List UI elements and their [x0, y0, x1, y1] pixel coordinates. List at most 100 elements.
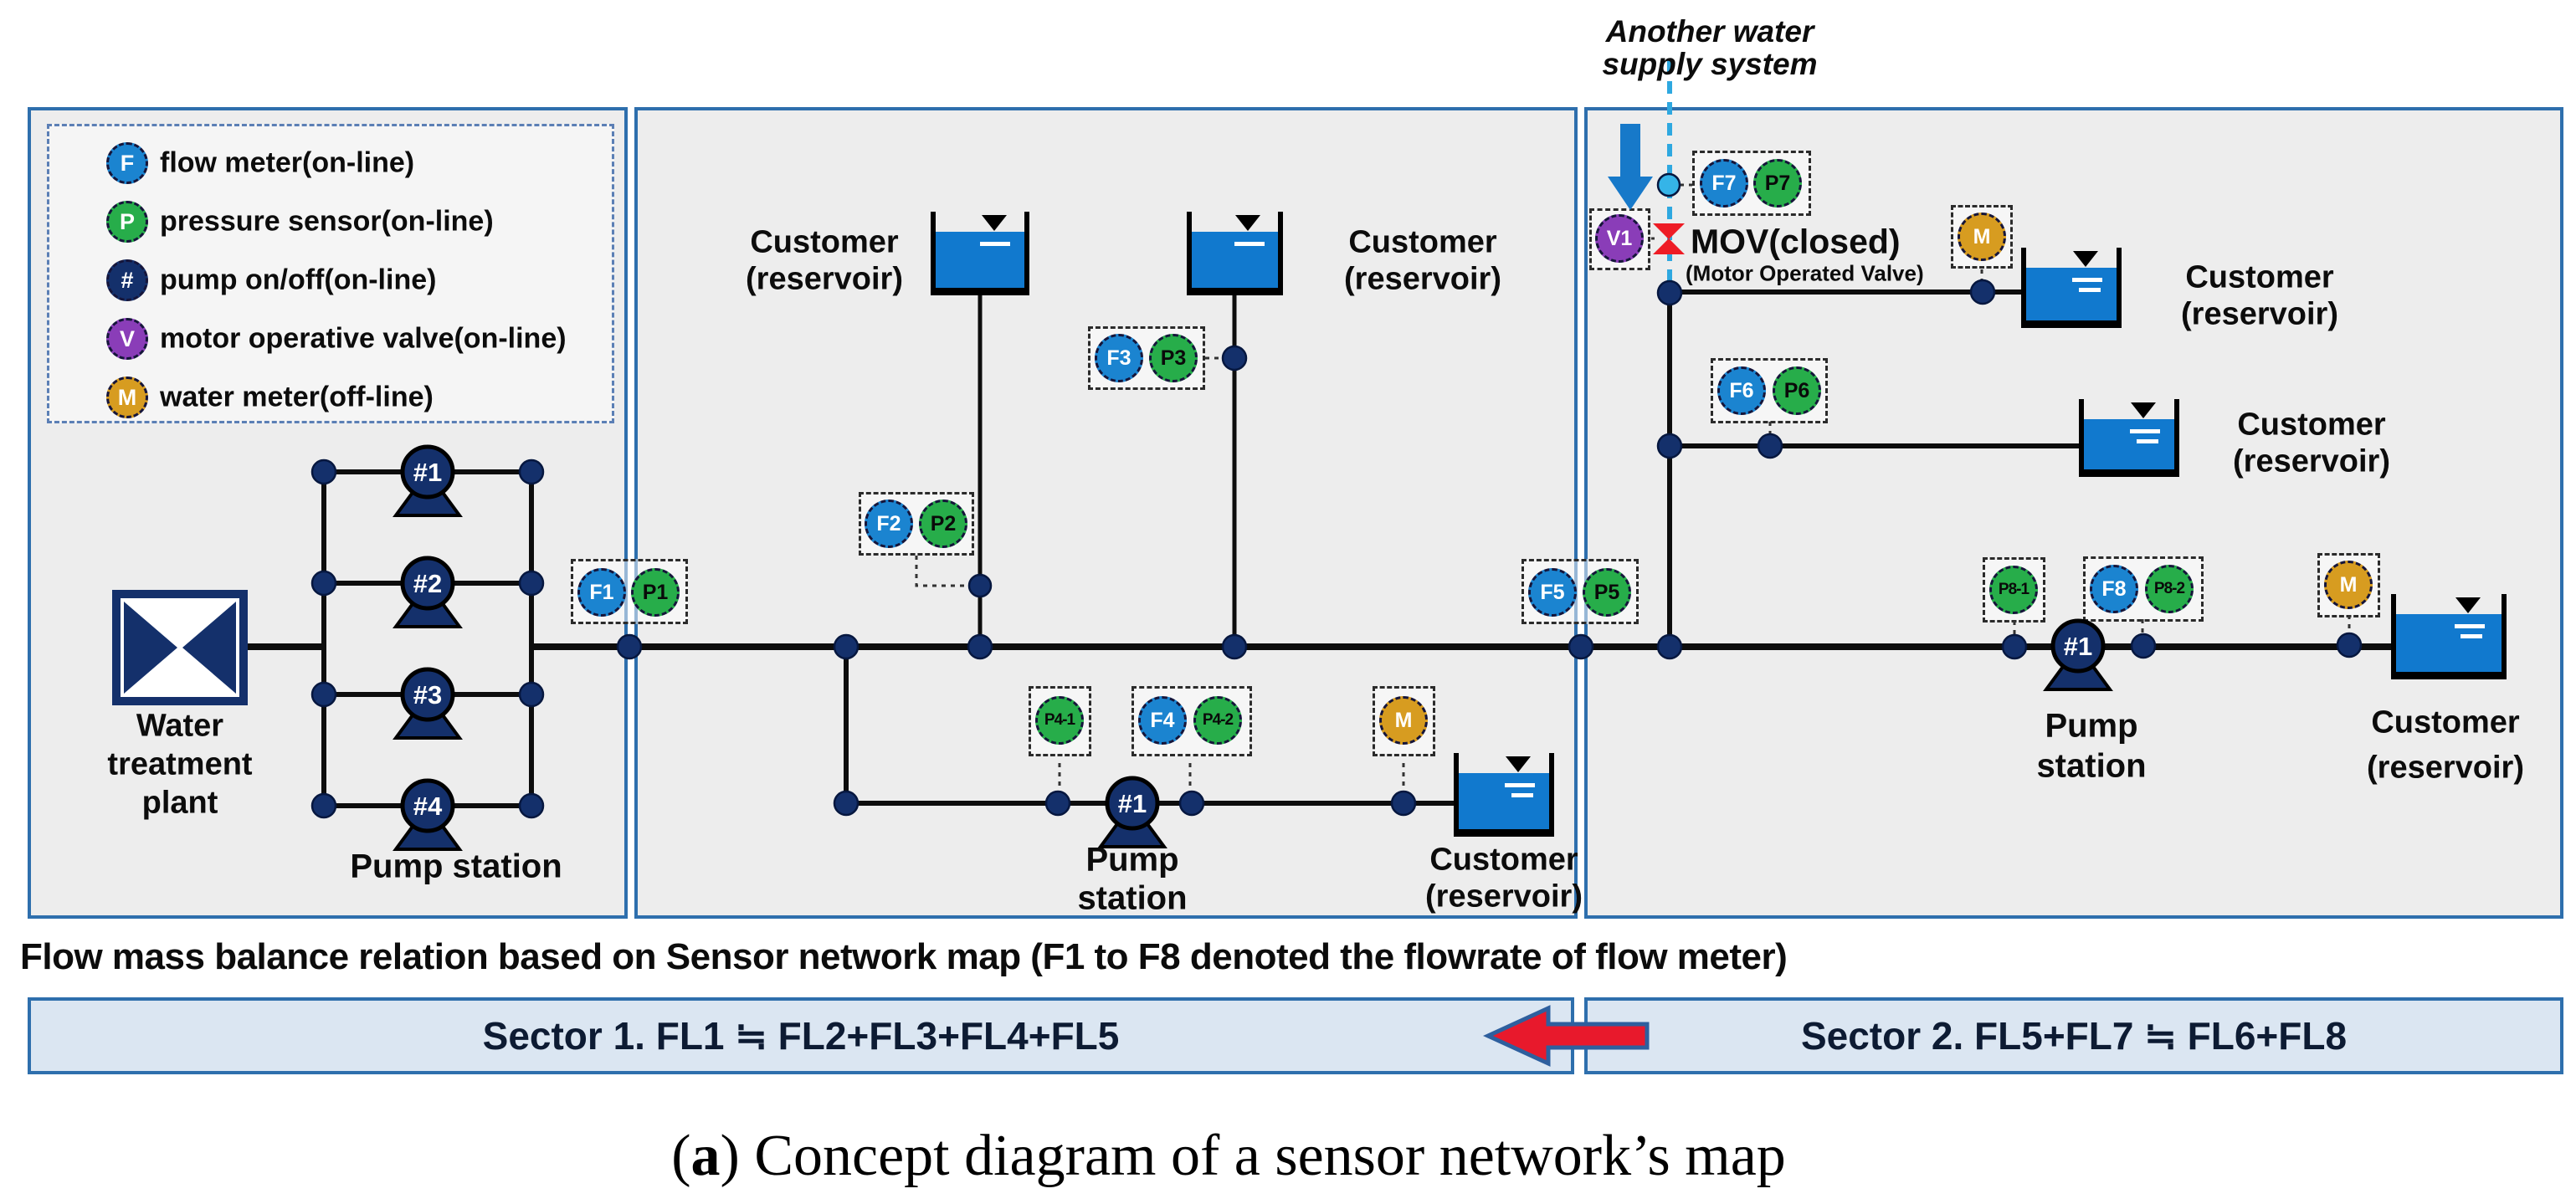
pump-label: #4: [413, 792, 443, 821]
inflow-arrow-icon: [1608, 124, 1653, 210]
customer-label-b2: (reservoir): [1344, 261, 1501, 297]
water-level-icon: [1235, 215, 1261, 231]
pump-right-icon: #1: [2043, 618, 2113, 691]
mov-subtitle: (Motor Operated Valve): [1686, 260, 1924, 286]
sector1-bar: [28, 997, 1574, 1074]
customer-label-d1: Customer: [2185, 259, 2334, 295]
flow-meter-f5: F5: [1528, 568, 1577, 617]
pressure-sensor-p4-2: P4-2: [1193, 696, 1242, 745]
sector1-equation: Sector 1. FL1 ≒ FL2+FL3+FL4+FL5: [482, 1014, 1120, 1058]
water-meter-m-d: M: [1958, 213, 2006, 261]
customer-label-a2: (reservoir): [746, 261, 903, 297]
water-mark: [1234, 242, 1265, 246]
water-mark: [1511, 793, 1533, 797]
panel-sector1-right: [634, 107, 1578, 919]
flow-meter-f8: F8: [2090, 565, 2138, 613]
legend-item: # pump on/off(on-line): [49, 259, 612, 339]
water-mark: [2078, 288, 2101, 292]
motor-valve-icon: V: [106, 318, 148, 360]
pressure-sensor-icon: P: [106, 201, 148, 243]
pump-label: #1: [413, 458, 442, 487]
pressure-sensor-p2: P2: [919, 500, 967, 548]
flow-meter-f7: F7: [1700, 159, 1748, 207]
legend-item: M water meter(off-line): [49, 377, 612, 456]
reservoir-tank-e: [2079, 399, 2179, 477]
legend-label: motor operative valve(on-line): [160, 322, 567, 355]
pressure-sensor-p7: P7: [1753, 159, 1802, 207]
water-mark: [2454, 624, 2485, 628]
customer-label-e1: Customer: [2237, 407, 2386, 443]
pressure-sensor-p8-2: P8-2: [2145, 565, 2194, 613]
water-meter-icon: M: [106, 377, 148, 418]
water-meter-m-f: M: [2324, 561, 2373, 609]
customer-label-d2: (reservoir): [2181, 296, 2338, 332]
legend-item: F flow meter(on-line): [49, 142, 612, 222]
legend-label: water meter(off-line): [160, 381, 434, 413]
pump-station-mid-label-2: station: [1077, 879, 1188, 917]
pump-2-icon: #2: [393, 556, 463, 628]
pumps: #1 #2 #3 #4 #1: [393, 444, 2113, 851]
flow-meter-f3: F3: [1095, 334, 1143, 382]
water-treatment-plant-icon: [112, 590, 248, 705]
water-level-icon: [2131, 402, 2157, 418]
pump-3-icon: #3: [393, 667, 463, 740]
caption-marker: a: [690, 1124, 721, 1188]
tank-water: [2026, 268, 2117, 320]
customer-label-f1: Customer: [2371, 704, 2520, 740]
motor-valve-v1: V1: [1595, 214, 1644, 263]
pump-1-icon: #1: [393, 444, 463, 517]
flow-meter-f4: F4: [1138, 696, 1187, 745]
tank-water: [936, 232, 1024, 288]
sector2-equation: Sector 2. FL5+FL7 ≒ FL6+FL8: [1800, 1014, 2348, 1058]
water-mark: [980, 242, 1011, 246]
pump-label: #1: [2064, 632, 2092, 661]
sensor-connectors: [915, 183, 2351, 793]
another-supply-label-1: Another water: [1605, 14, 1814, 49]
customer-label-b1: Customer: [1348, 224, 1497, 260]
water-level-icon: [981, 215, 1007, 231]
another-supply-label-2: supply system: [1602, 47, 1818, 81]
water-level-icon: [1506, 756, 1532, 772]
legend-item: V motor operative valve(on-line): [49, 318, 612, 397]
reservoir-tank-f: [2391, 594, 2507, 679]
customer-label-a1: Customer: [750, 224, 899, 260]
pump-mid-icon: #1: [1097, 776, 1167, 848]
caption-prefix: (: [671, 1124, 691, 1188]
flow-meter-f1: F1: [577, 568, 626, 617]
pump-station-right-label-1: Pump: [2045, 707, 2138, 745]
flow-meter-icon: F: [106, 142, 148, 184]
flow-note: Flow mass balance relation based on Sens…: [20, 936, 1788, 977]
pump-station-mid-label-1: Pump: [1085, 841, 1179, 879]
pressure-sensor-p1: P1: [631, 568, 680, 617]
legend-label: pressure sensor(on-line): [160, 205, 494, 238]
sector2-bar: [1584, 997, 2563, 1074]
pump-station-1-label: Pump station: [350, 848, 562, 885]
panel-sector2: [1584, 107, 2563, 919]
pressure-sensor-p8-1: P8-1: [1989, 566, 2038, 614]
pressure-sensor-p6: P6: [1773, 366, 1821, 415]
reservoir-tank-a: [931, 212, 1029, 295]
sector-flow-arrow-icon: [1482, 1005, 1650, 1067]
pressure-sensor-p5: P5: [1583, 568, 1631, 617]
water-plant-label-2: treatment: [107, 746, 253, 782]
reservoir-tank-c: [1454, 753, 1554, 837]
water-mark: [2461, 634, 2483, 638]
reservoir-tank-d: [2021, 248, 2122, 328]
legend-item: P pressure sensor(on-line): [49, 201, 612, 280]
water-mark: [2129, 429, 2160, 433]
water-level-icon: [2455, 597, 2481, 613]
water-level-icon: [2073, 251, 2099, 267]
pump-label: #3: [413, 680, 442, 710]
tank-water: [2084, 419, 2174, 469]
tank-water: [1459, 773, 1549, 829]
legend: F flow meter(on-line) P pressure sensor(…: [47, 124, 614, 423]
water-mark: [1504, 783, 1535, 787]
pump-station-right-label-2: station: [2036, 747, 2147, 785]
pump-onoff-icon: #: [106, 259, 148, 301]
water-plant-label-1: Water: [136, 708, 224, 744]
reservoir-tank-b: [1187, 212, 1283, 295]
supply-tap-node: [1656, 172, 1681, 197]
flow-meter-f6: F6: [1717, 366, 1766, 415]
